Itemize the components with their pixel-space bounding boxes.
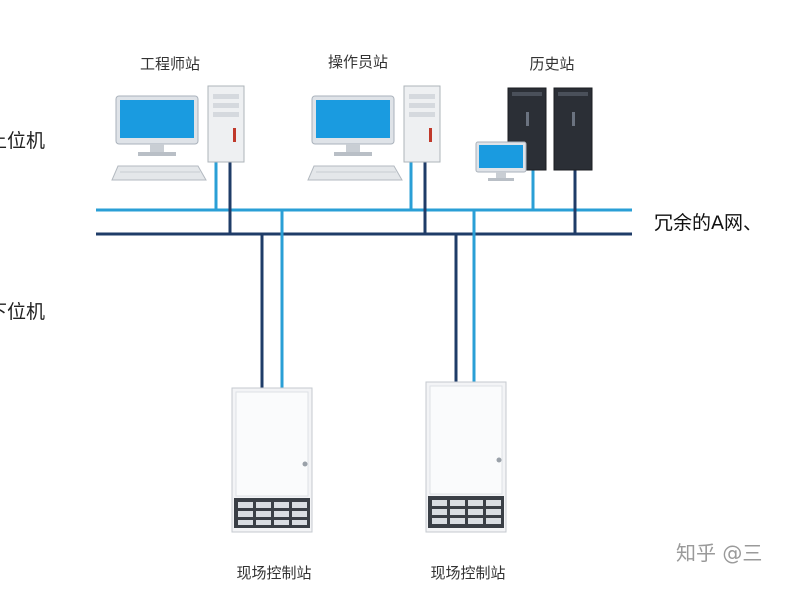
lower-machine-label: 下位机 bbox=[0, 301, 45, 323]
field-station-1-label: 现场控制站 bbox=[236, 564, 311, 582]
watermark: 知乎 @三 bbox=[676, 541, 762, 565]
field-station-2-cabinet-icon bbox=[425, 381, 507, 533]
operator-station-label: 操作员站 bbox=[328, 53, 388, 71]
engineer-workstation-icon bbox=[111, 85, 245, 181]
operator-workstation-icon bbox=[307, 85, 441, 181]
history-station-icon bbox=[475, 87, 593, 181]
field-station-1-cabinet-icon bbox=[231, 387, 313, 533]
network-label: 冗余的A网、 bbox=[654, 212, 762, 234]
field-station-2-label: 现场控制站 bbox=[430, 564, 505, 582]
upper-machine-label: 上位机 bbox=[0, 130, 45, 152]
engineer-station-label: 工程师站 bbox=[140, 55, 200, 73]
history-station-label: 历史站 bbox=[529, 55, 574, 73]
